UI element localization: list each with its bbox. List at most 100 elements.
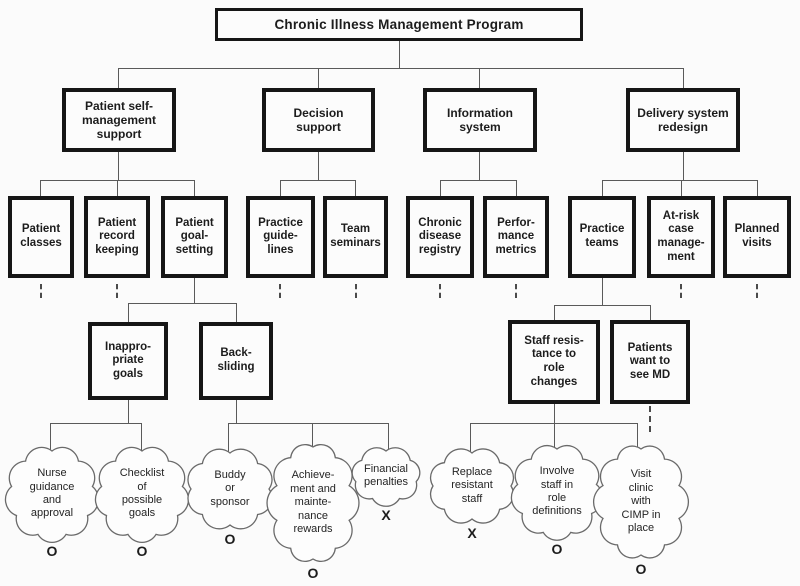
cloud-shape (94, 446, 190, 543)
node-label: At-risk case manage- ment (657, 209, 705, 263)
node-at-risk-case-management: At-risk case manage- ment (647, 196, 715, 278)
node-label: Information system (447, 105, 513, 134)
node-label: Patient classes (20, 223, 62, 249)
connector-line (399, 40, 400, 68)
cloud-checklist-of-possible-goals: Checklist of possible goals (94, 446, 190, 543)
connector-line (388, 423, 389, 452)
node-backsliding: Back- sliding (199, 322, 273, 400)
connector-line (228, 423, 389, 424)
node-delivery-system-redesign: Delivery system redesign (626, 88, 740, 152)
node-patients-want-to-see-md: Patients want to see MD (610, 320, 690, 404)
connector-line (440, 180, 441, 196)
node-planned-visits: Planned visits (723, 196, 791, 278)
cloud-replace-resistant-staff: Replace resistant staff (429, 448, 515, 524)
node-label: Back- sliding (217, 347, 255, 373)
node-patient-classes: Patient classes (8, 196, 74, 278)
connector-line (50, 423, 142, 424)
cloud-achievement-and-maintenance-rewards: Achieve- ment and mainte- nance rewards (266, 443, 360, 563)
mark-achievement-and-maintenance-rewards: O (307, 565, 319, 581)
mark-visit-clinic-with-cimp-in-place: O (635, 561, 647, 577)
node-label: Decision support (293, 105, 344, 134)
node-team-seminars: Team seminars (323, 196, 388, 278)
node-practice-teams: Practice teams (568, 196, 636, 278)
connector-line (440, 180, 516, 181)
connector-line (554, 305, 555, 320)
connector-line (479, 152, 480, 180)
node-label: Practice teams (579, 223, 625, 249)
connector-line (117, 180, 118, 196)
node-chronic-disease-registry: Chronic disease registry (406, 196, 474, 278)
dashed-continuation-line (355, 284, 357, 298)
dashed-continuation-line (439, 284, 441, 298)
node-practice-guidelines: Practice guide- lines (246, 196, 315, 278)
node-label: Planned visits (734, 223, 780, 249)
dashed-continuation-line (40, 284, 42, 298)
connector-line (602, 180, 757, 181)
connector-line (236, 400, 237, 423)
connector-line (554, 305, 651, 306)
dashed-continuation-line (756, 284, 758, 298)
node-root: Chronic Illness Management Program (215, 8, 583, 41)
node-label: Staff resis- tance to role changes (524, 334, 584, 388)
dashed-continuation-line (649, 406, 651, 432)
connector-line (128, 303, 129, 322)
connector-line (650, 305, 651, 320)
node-patient-record-keeping: Patient record keeping (84, 196, 150, 278)
node-label: Practice guide- lines (258, 216, 303, 256)
connector-line (194, 180, 195, 196)
cloud-label: Achieve- ment and mainte- nance rewards (290, 469, 336, 536)
connector-line (128, 400, 129, 423)
node-patient-goal-setting: Patient goal- setting (161, 196, 228, 278)
cloud-shape (4, 446, 100, 543)
connector-line (470, 423, 471, 455)
connector-line (50, 423, 51, 455)
cloud-buddy-or-sponsor: Buddy or sponsor (187, 448, 273, 530)
connector-line (228, 423, 229, 455)
node-patient-self-management-support: Patient self- management support (62, 88, 176, 152)
node-label: Chronic disease registry (418, 216, 462, 256)
connector-line (479, 68, 480, 88)
cloud-label: Checklist of possible goals (119, 467, 165, 520)
connector-line (118, 68, 684, 69)
connector-line (40, 180, 41, 196)
node-decision-support: Decision support (262, 88, 375, 152)
connector-line (681, 180, 682, 196)
connector-line (318, 152, 319, 180)
cloud-shape (266, 443, 360, 563)
dashed-continuation-line (515, 284, 517, 298)
cloud-nurse-guidance-and-approval: Nurse guidance and approval (4, 446, 100, 543)
cloud-financial-penalties: Financial penalties (351, 447, 421, 507)
node-information-system: Information system (423, 88, 537, 152)
cloud-shape (593, 445, 689, 559)
dashed-continuation-line (680, 284, 682, 298)
node-label: Delivery system redesign (637, 105, 729, 134)
cloud-shape (351, 447, 421, 507)
connector-line (118, 68, 119, 88)
connector-line (118, 152, 119, 180)
node-label: Team seminars (330, 223, 381, 249)
mark-checklist-of-possible-goals: O (136, 543, 148, 559)
connector-line (280, 180, 281, 196)
node-label: Chronic Illness Management Program (274, 16, 524, 32)
cloud-label: Involve staff in role definitions (532, 465, 582, 518)
node-performance-metrics: Perfor- mance metrics (483, 196, 549, 278)
node-label: Patient goal- setting (175, 216, 214, 256)
mark-financial-penalties: X (381, 507, 391, 523)
connector-line (602, 180, 603, 196)
dashed-continuation-line (116, 284, 118, 298)
cloud-shape (510, 444, 604, 541)
connector-line (355, 180, 356, 196)
connector-line (318, 68, 319, 88)
node-label: Patients want to see MD (627, 341, 673, 381)
cloud-shape (429, 448, 515, 524)
connector-line (280, 180, 356, 181)
node-label: Patient record keeping (95, 216, 139, 256)
connector-line (554, 404, 555, 423)
connector-line (554, 423, 555, 450)
connector-line (312, 423, 313, 450)
cloud-label: Financial penalties (363, 462, 409, 488)
connector-line (141, 423, 142, 455)
connector-line (128, 303, 237, 304)
mark-involve-staff-in-role-definitions: O (551, 541, 563, 557)
node-label: Inappro- priate goals (105, 340, 151, 380)
